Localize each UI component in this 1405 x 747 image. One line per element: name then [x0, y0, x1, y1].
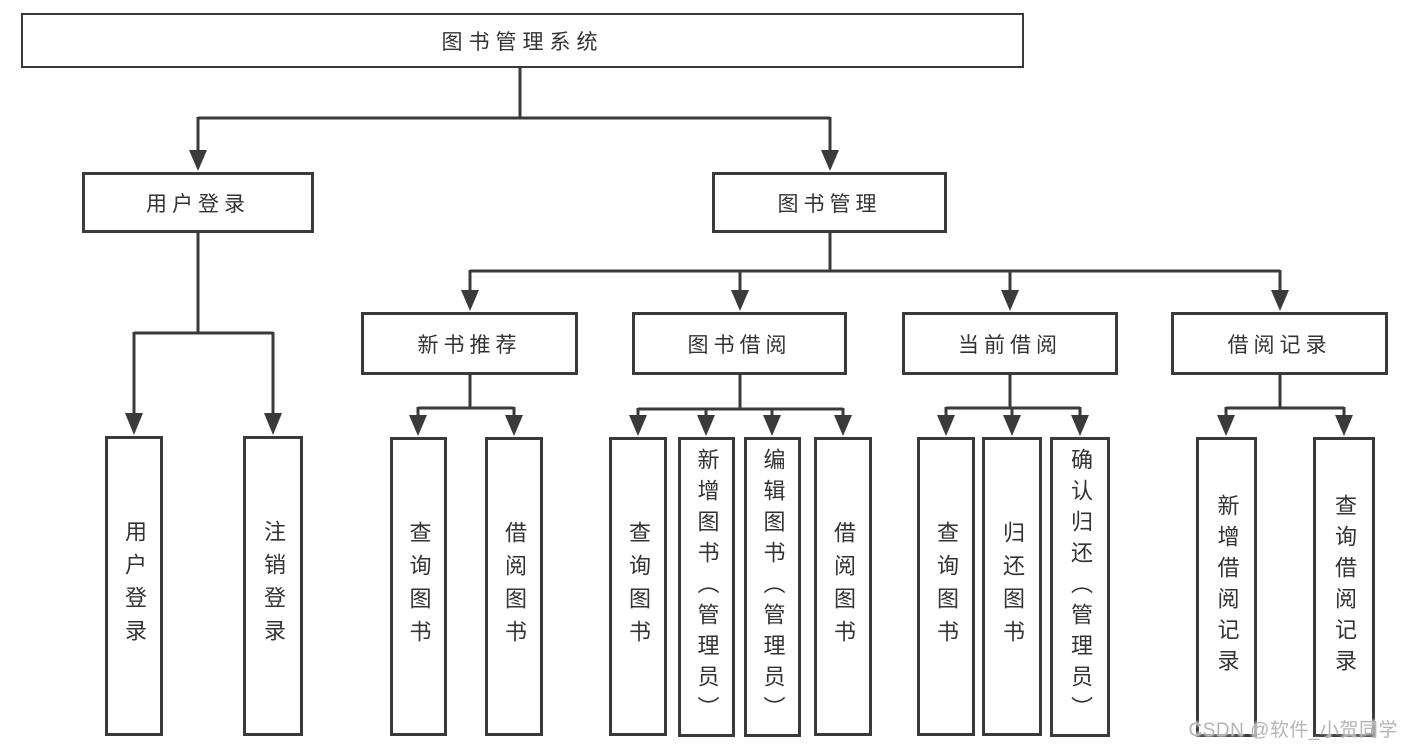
node-login: 用户登录: [105, 436, 163, 736]
arrow-down-icon: [763, 415, 781, 436]
node-bb-add-books-admin-label: 新增图书（管理员）: [694, 447, 720, 727]
node-login-label: 用户登录: [122, 520, 147, 652]
node-bb-query-books: 查询图书: [609, 437, 667, 736]
connector-new-book-recommend-children: [409, 375, 523, 436]
node-cb-confirm-return-admin-label: 确认归还（管理员）: [1068, 447, 1093, 727]
node-nbr-query-books: 查询图书: [390, 437, 447, 736]
node-br-query-record-label: 查询借阅记录: [1332, 494, 1357, 680]
node-nbr-borrow-books-label: 借阅图书: [502, 520, 527, 653]
node-book-management: 图书管理: [712, 172, 947, 233]
connector-user-login-children: [125, 233, 282, 435]
node-nbr-query-books-label: 查询图书: [406, 520, 432, 653]
connector-book-management-children: [461, 233, 1289, 311]
node-user-login: 用户登录: [82, 172, 314, 233]
arrow-down-icon: [264, 413, 282, 435]
arrow-down-icon: [1271, 290, 1289, 311]
node-cb-return-books-label: 归还图书: [1000, 520, 1025, 653]
node-bb-borrow-books: 借阅图书: [814, 437, 872, 736]
arrow-down-icon: [937, 415, 955, 436]
connector-root-to-level1: [189, 68, 839, 171]
arrow-down-icon: [505, 415, 523, 436]
node-new-book-recommend-label: 新书推荐: [417, 333, 522, 357]
node-new-book-recommend: 新书推荐: [361, 312, 578, 375]
node-root: 图书管理系统: [21, 13, 1024, 68]
node-cb-return-books: 归还图书: [982, 437, 1042, 736]
node-nbr-borrow-books: 借阅图书: [485, 437, 543, 736]
connector-borrow-records-children: [1217, 375, 1353, 436]
arrow-down-icon: [461, 290, 479, 311]
arrow-down-icon: [1335, 415, 1353, 436]
node-borrow-records-label: 借阅记录: [1227, 333, 1332, 357]
node-bb-edit-books-admin-label: 编辑图书（管理员）: [760, 447, 786, 727]
node-current-borrow: 当前借阅: [902, 312, 1118, 375]
arrow-down-icon: [834, 415, 852, 436]
node-bb-add-books-admin: 新增图书（管理员）: [678, 437, 735, 737]
node-bb-edit-books-admin: 编辑图书（管理员）: [744, 437, 801, 737]
node-current-borrow-label: 当前借阅: [958, 333, 1062, 357]
arrow-down-icon: [731, 290, 749, 311]
connector-current-borrow-children: [937, 375, 1089, 436]
arrow-down-icon: [629, 415, 647, 436]
node-book-borrow-label: 图书借阅: [687, 333, 792, 357]
arrow-down-icon: [1071, 415, 1089, 436]
arrow-down-icon: [1003, 415, 1021, 436]
node-logout-label: 注销登录: [261, 520, 286, 652]
node-root-label: 图书管理系统: [441, 30, 604, 54]
arrow-down-icon: [1217, 415, 1235, 436]
arrow-down-icon: [697, 415, 715, 436]
csdn-watermark: CSDN @软件_小贺同学: [1188, 720, 1398, 741]
arrow-down-icon: [1001, 290, 1019, 311]
node-cb-confirm-return-admin: 确认归还（管理员）: [1050, 437, 1110, 737]
node-cb-query-books-label: 查询图书: [934, 520, 959, 653]
node-borrow-records: 借阅记录: [1171, 312, 1388, 375]
node-cb-query-books: 查询图书: [917, 437, 975, 736]
node-user-login-label: 用户登录: [146, 192, 250, 216]
node-book-borrow: 图书借阅: [632, 312, 847, 375]
arrow-down-icon: [125, 413, 143, 435]
node-br-query-record: 查询借阅记录: [1313, 437, 1375, 737]
node-bb-query-books-label: 查询图书: [626, 520, 651, 653]
node-br-add-record: 新增借阅记录: [1196, 437, 1257, 737]
arrow-down-icon: [821, 150, 839, 171]
node-logout: 注销登录: [243, 436, 303, 736]
node-book-management-label: 图书管理: [777, 192, 882, 216]
node-br-add-record-label: 新增借阅记录: [1214, 494, 1240, 680]
arrow-down-icon: [189, 150, 207, 171]
connector-book-borrow-children: [629, 375, 852, 436]
arrow-down-icon: [409, 415, 427, 436]
node-bb-borrow-books-label: 借阅图书: [831, 520, 856, 653]
